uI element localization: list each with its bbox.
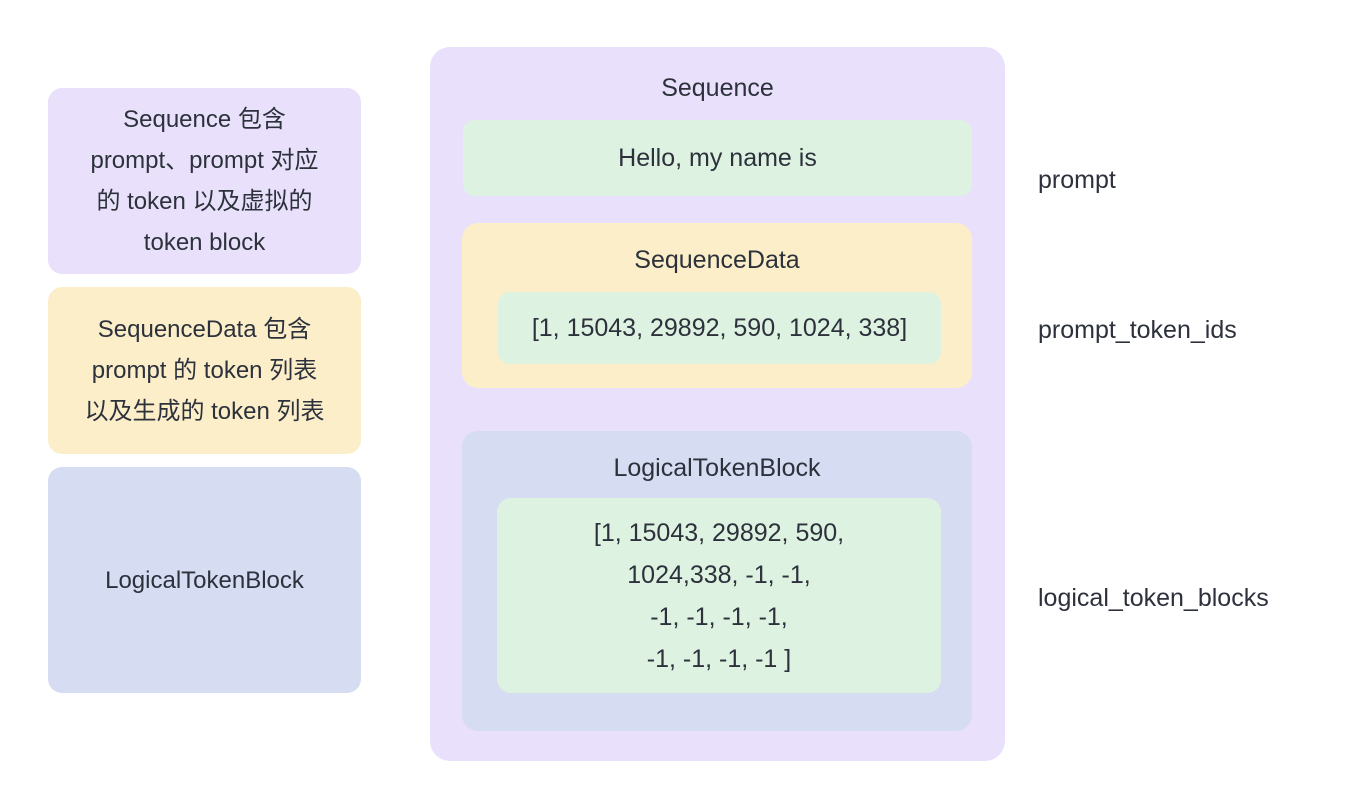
note-sequence: Sequence 包含 prompt、prompt 对应 的 token 以及虚… <box>48 88 361 274</box>
logical-token-blocks-line: 1024,338, -1, -1, <box>627 560 811 589</box>
note-sequence-line: 的 token 以及虚拟的 <box>96 188 313 215</box>
logicaltokenblock-title: LogicalTokenBlock <box>613 454 821 482</box>
field-label-logical-token-blocks: logical_token_blocks <box>1038 584 1269 612</box>
sequencedata-container: SequenceData [1, 15043, 29892, 590, 1024… <box>462 223 972 388</box>
field-label-prompt-token-ids: prompt_token_ids <box>1038 316 1237 344</box>
note-sequencedata-line: 以及生成的 token 列表 <box>84 398 325 425</box>
note-sequencedata-line: SequenceData 包含 <box>97 316 312 343</box>
logical-token-blocks-box: [1, 15043, 29892, 590, 1024,338, -1, -1,… <box>497 498 941 693</box>
note-logicaltokenblock: LogicalTokenBlock <box>48 467 361 693</box>
logicaltokenblock-container: LogicalTokenBlock [1, 15043, 29892, 590,… <box>462 431 972 731</box>
logical-token-blocks-line: -1, -1, -1, -1 ] <box>646 644 792 673</box>
note-logicaltokenblock-line: LogicalTokenBlock <box>105 566 304 594</box>
note-sequence-line: prompt、prompt 对应 <box>90 147 319 174</box>
field-label-prompt: prompt <box>1038 166 1116 194</box>
sequencedata-title: SequenceData <box>634 246 800 274</box>
note-sequencedata-line: prompt 的 token 列表 <box>91 357 318 384</box>
logical-token-blocks-line: [1, 15043, 29892, 590, <box>593 518 845 547</box>
sequence-container: Sequence Hello, my name is SequenceData … <box>430 47 1005 761</box>
sequence-title: Sequence <box>661 74 774 102</box>
note-sequence-line: token block <box>143 229 266 256</box>
prompt-token-ids-text: [1, 15043, 29892, 590, 1024, 338] <box>531 313 908 342</box>
note-sequence-line: Sequence 包含 <box>123 106 286 133</box>
logical-token-blocks-line: -1, -1, -1, -1, <box>650 602 788 631</box>
prompt-value-box: Hello, my name is <box>463 120 972 196</box>
note-sequencedata: SequenceData 包含 prompt 的 token 列表 以及生成的 … <box>48 287 361 454</box>
prompt-text: Hello, my name is <box>618 143 817 172</box>
prompt-token-ids-box: [1, 15043, 29892, 590, 1024, 338] <box>498 292 941 364</box>
